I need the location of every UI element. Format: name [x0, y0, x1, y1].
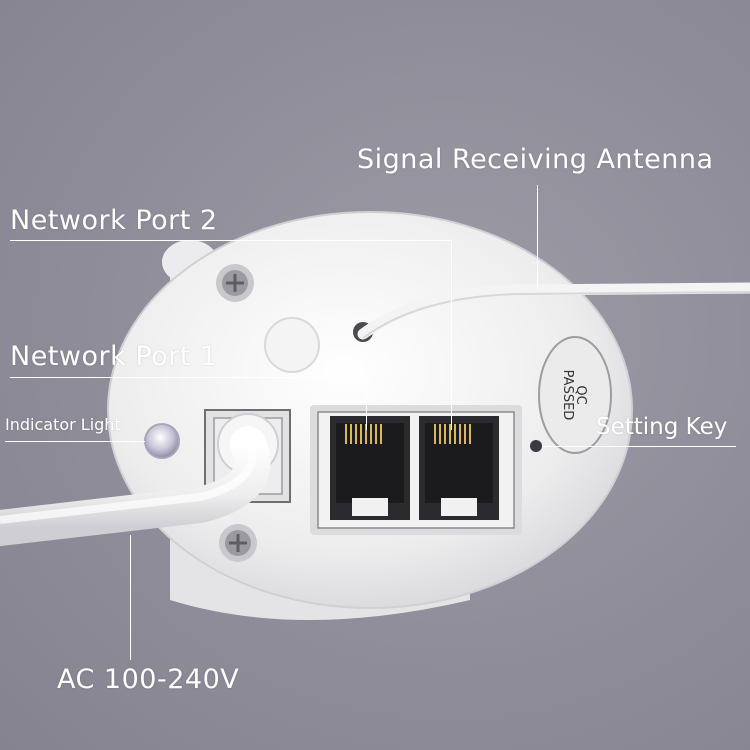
network-port-1-callout-vertical [366, 377, 367, 430]
setting-key-callout-line [542, 446, 736, 447]
qc-sticker-text: QC PASSED [560, 338, 588, 452]
network-port-1-callout-horizontal [10, 377, 367, 378]
screw-top [216, 264, 254, 302]
antenna-label: Signal Receiving Antenna [357, 144, 714, 175]
network-port-2-callout-vertical [451, 240, 452, 430]
indicator-light-callout-line [5, 441, 145, 442]
network-port-1-label: Network Port 1 [10, 341, 218, 372]
antenna-cable [357, 282, 750, 340]
setting-key-hole[interactable] [530, 440, 542, 452]
screw-bottom [219, 524, 257, 562]
ac-power-label: AC 100-240V [57, 664, 240, 695]
qc-sticker-line2: PASSED [560, 369, 575, 421]
qc-sticker-line1: QC [573, 385, 588, 405]
network-port-2-label: Network Port 2 [10, 205, 218, 236]
ac-power-callout-line [130, 535, 131, 660]
network-port-2[interactable] [419, 416, 499, 520]
setting-key-label: Setting Key [596, 414, 728, 440]
network-port-1[interactable] [330, 416, 410, 520]
recessed-circle [264, 317, 320, 373]
power-cable [0, 413, 279, 546]
indicator-light-label: Indicator Light [5, 415, 121, 434]
network-port-2-callout-horizontal [10, 240, 452, 241]
qc-sticker [538, 336, 612, 454]
indicator-light [144, 423, 180, 459]
antenna-callout-line [537, 185, 538, 289]
